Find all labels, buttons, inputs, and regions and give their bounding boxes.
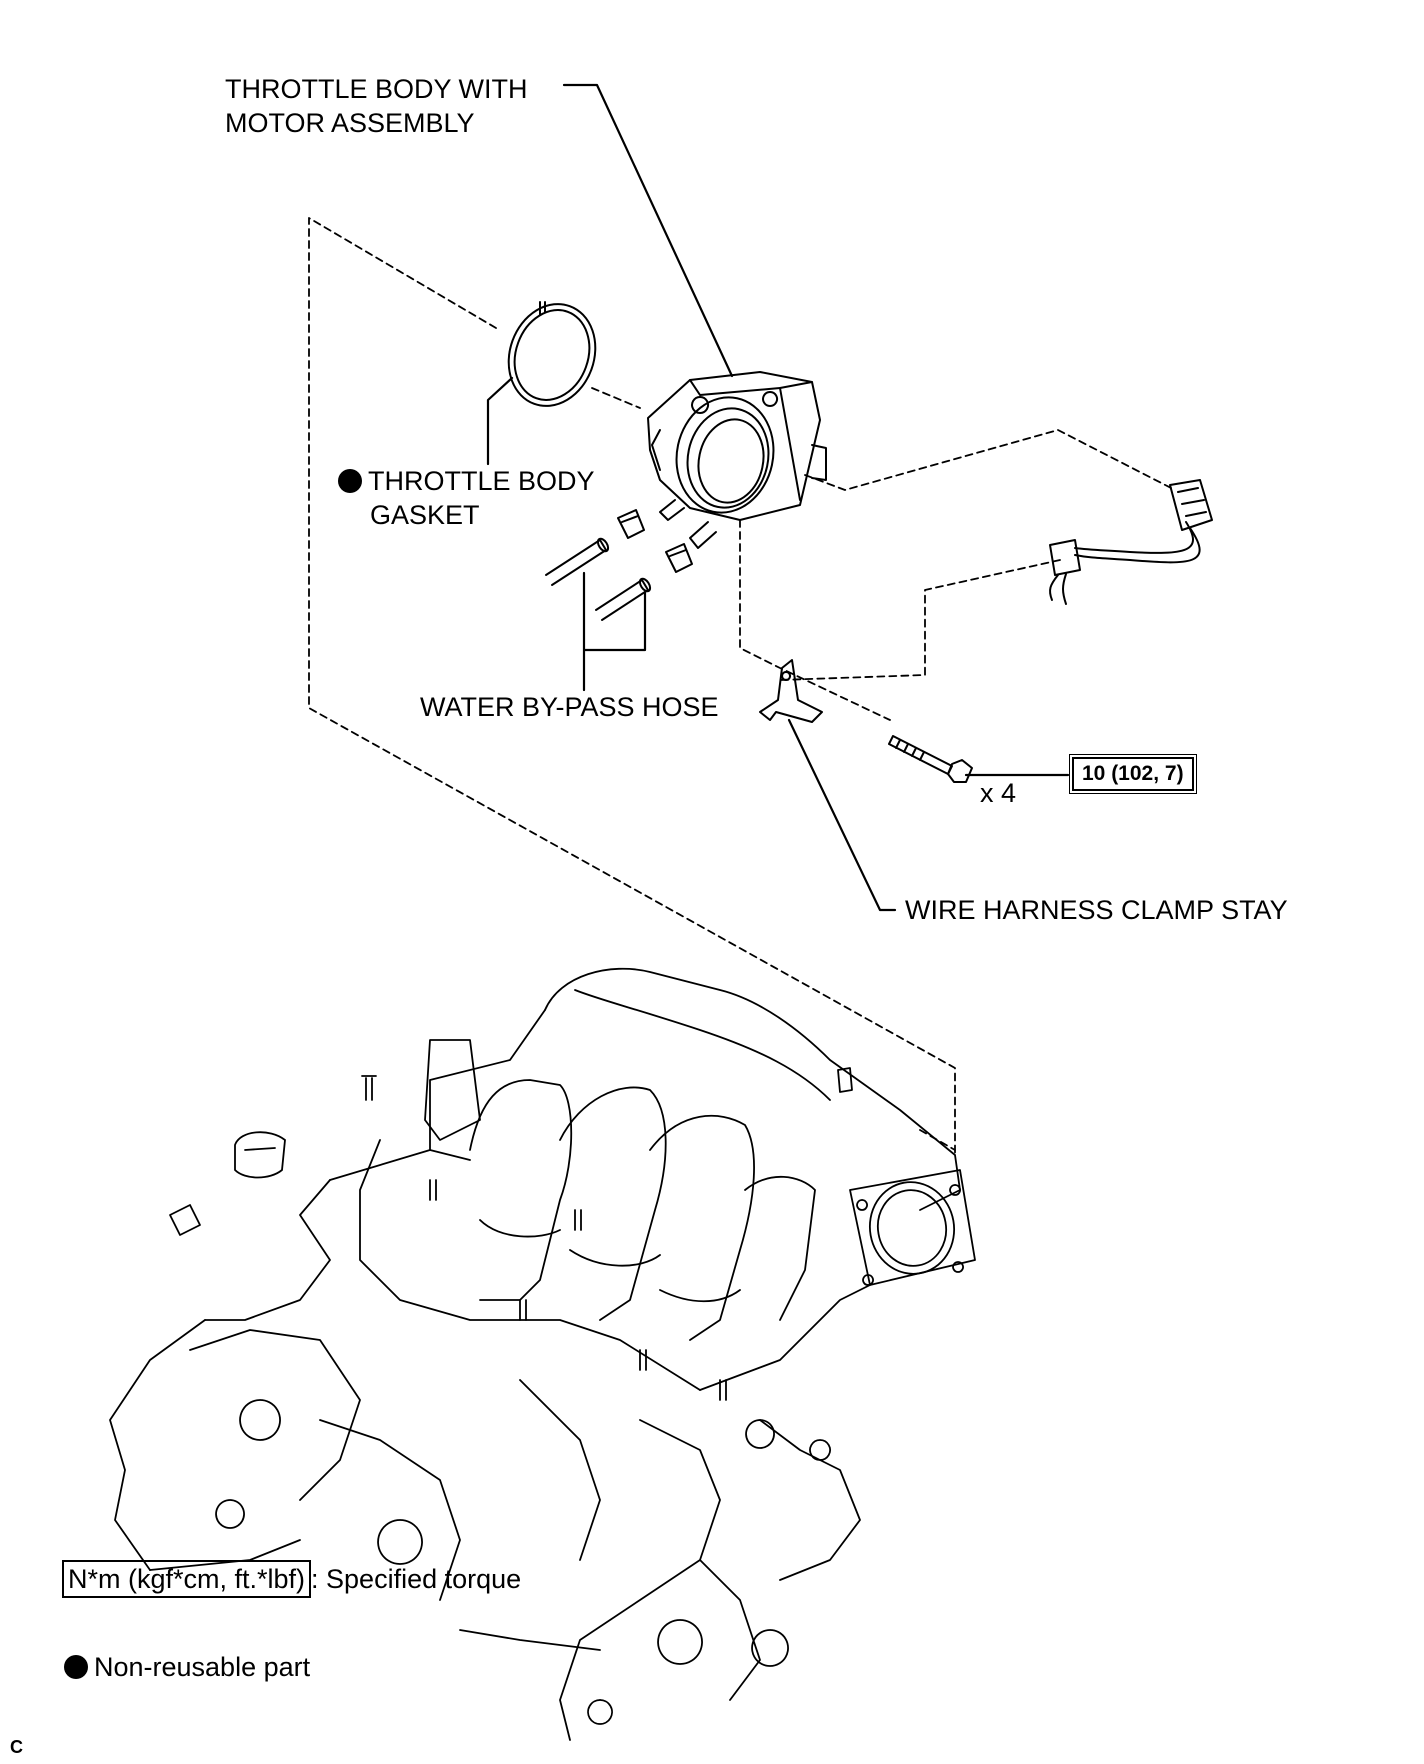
alignment-dashed-lines <box>308 217 1176 1156</box>
leader-clamp-stay <box>787 718 897 912</box>
dashed-bolt-axis <box>739 519 891 721</box>
non-reusable-dot-icon <box>64 1655 88 1679</box>
hose-clamps-drawing <box>617 509 693 573</box>
clamp-stay-drawing <box>759 659 823 723</box>
corner-mark: C <box>10 1737 23 1757</box>
non-reusable-dot-icon <box>338 469 362 493</box>
water-bypass-hoses-drawing <box>545 537 652 621</box>
label-water-bypass-hose: WATER BY-PASS HOSE <box>420 692 719 722</box>
torque-spec-box: 10 (102, 7) <box>1069 754 1197 794</box>
label-throttle-body: THROTTLE BODY WITH MOTOR ASSEMBLY <box>225 72 528 140</box>
legend-torque: N*m (kgf*cm, ft.*lbf): Specified torque <box>62 1560 521 1598</box>
label-gasket-line1: THROTTLE BODY <box>368 466 595 496</box>
leader-throttle-body <box>562 83 734 378</box>
dashed-gasket-frame <box>308 217 956 1156</box>
legend-torque-box: N*m (kgf*cm, ft.*lbf) <box>62 1560 312 1598</box>
throttle-body-gasket-drawing <box>507 301 597 407</box>
label-throttle-body-line1: THROTTLE BODY WITH <box>225 74 528 104</box>
dashed-gasket-to-body <box>591 387 641 409</box>
label-gasket-line2: GASKET <box>370 500 480 530</box>
dashed-port-center <box>919 1129 956 1151</box>
bolt-drawing <box>888 735 973 783</box>
throttle-body-drawing <box>647 371 827 549</box>
legend-torque-desc: : Specified torque <box>311 1564 522 1594</box>
dashed-connector-to-stay <box>779 559 1061 681</box>
label-throttle-body-line2: MOTOR ASSEMBLY <box>225 108 475 138</box>
legend-non-reusable: Non-reusable part <box>64 1650 310 1684</box>
leader-gasket <box>486 376 514 466</box>
leader-hose <box>582 571 647 692</box>
legend-non-reusable-text: Non-reusable part <box>94 1652 311 1682</box>
dashed-body-to-connector <box>804 429 1176 491</box>
wire-harness-drawing <box>1049 479 1213 605</box>
label-clamp-stay: WIRE HARNESS CLAMP STAY <box>905 895 1288 925</box>
label-gasket: THROTTLE BODY GASKET <box>338 464 595 532</box>
label-bolt-quantity: x 4 <box>980 778 1017 808</box>
engine-drawing <box>109 967 976 1741</box>
leader-lines <box>486 83 1070 912</box>
